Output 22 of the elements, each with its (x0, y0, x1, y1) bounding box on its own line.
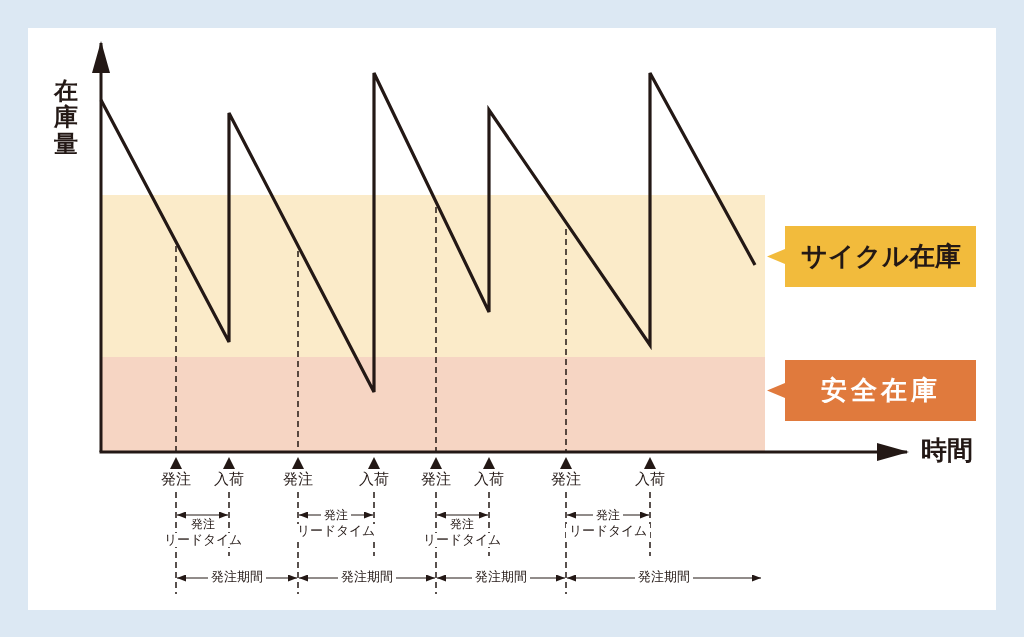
callout-tag: サイクル在庫 (767, 226, 976, 287)
event-label: 入荷 (359, 471, 389, 489)
axis-title: 在庫量 (54, 78, 78, 158)
event-label: 入荷 (214, 471, 244, 489)
event-label: 発注 (161, 471, 191, 489)
event-label: 入荷 (635, 471, 665, 489)
event-label: 発注 (421, 471, 451, 489)
dimension-label: 発注期間 (472, 570, 530, 585)
event-label: 入荷 (474, 471, 504, 489)
axis-title: 時間 (921, 436, 973, 466)
callout-tag: 安全在庫 (767, 360, 976, 421)
dimension-label: 発注 (593, 509, 623, 523)
dimension-label: リードタイム (294, 524, 378, 539)
dimension-label: 発注 (447, 518, 477, 532)
dimension-label: 発注期間 (208, 570, 266, 585)
dimension-label: リードタイム (566, 524, 650, 539)
event-label: 発注 (551, 471, 581, 489)
dimension-label: 発注 (188, 518, 218, 532)
dimension-label: 発注 (321, 509, 351, 523)
dimension-label: 発注期間 (635, 570, 693, 585)
dimension-label: 発注期間 (338, 570, 396, 585)
event-label: 発注 (283, 471, 313, 489)
